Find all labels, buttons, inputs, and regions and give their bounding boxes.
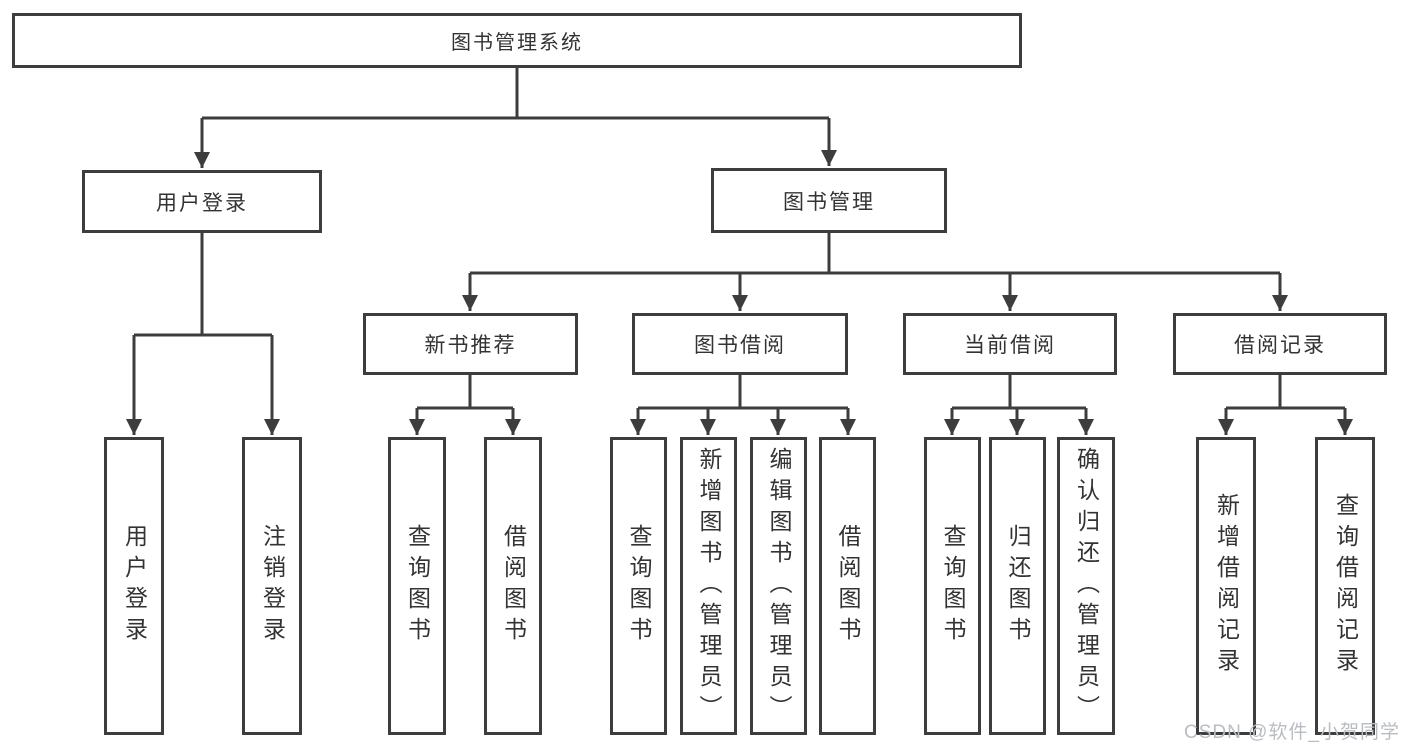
node-logout-leaf: 注销登录 <box>242 437 302 735</box>
node-query-books-borrow: 查询图书 <box>610 437 667 735</box>
node-label: 确认归还（管理员） <box>1073 446 1100 726</box>
node-label: 图书管理系统 <box>451 32 583 54</box>
node-borrow-books-leaf: 借阅图书 <box>819 437 876 735</box>
node-label: 编辑图书（管理员） <box>766 446 792 726</box>
connector-root-rail <box>202 68 829 120</box>
node-query-borrow-record: 查询借阅记录 <box>1315 437 1375 735</box>
node-user-login-leaf: 用户登录 <box>104 437 164 735</box>
node-label: 用户登录 <box>156 191 248 215</box>
node-user-login: 用户登录 <box>82 170 322 233</box>
node-label: 图书管理 <box>783 190 875 214</box>
node-label: 查询图书 <box>940 524 966 648</box>
node-add-borrow-record: 新增借阅记录 <box>1196 437 1256 735</box>
connector-borrow-record-rail <box>1226 375 1345 410</box>
node-book-borrow: 图书借阅 <box>632 313 848 375</box>
node-label: 归还图书 <box>1005 524 1031 648</box>
node-label: 查询借阅记录 <box>1332 493 1359 679</box>
node-return-book: 归还图书 <box>989 437 1046 735</box>
node-label: 借阅记录 <box>1234 334 1326 357</box>
node-label: 注销登录 <box>259 524 286 648</box>
connector-book-mgmt-rail <box>470 233 1280 275</box>
connector-user-login-rail <box>134 233 272 337</box>
connector-new-book-rail <box>417 375 513 410</box>
node-borrow-books-recommend: 借阅图书 <box>484 437 542 735</box>
node-label: 新增图书（管理员） <box>696 446 722 726</box>
node-label: 用户登录 <box>121 524 148 648</box>
node-confirm-return-admin: 确认归还（管理员） <box>1057 437 1115 735</box>
node-label: 当前借阅 <box>964 334 1056 357</box>
node-new-book-recommend: 新书推荐 <box>363 313 578 375</box>
node-edit-book-admin: 编辑图书（管理员） <box>750 437 807 735</box>
node-book-management: 图书管理 <box>711 168 947 233</box>
node-label: 查询图书 <box>626 524 652 648</box>
node-label: 新书推荐 <box>424 334 517 357</box>
watermark: CSDN @软件_小贺同学 <box>1184 722 1400 743</box>
node-query-books-recommend: 查询图书 <box>388 437 446 735</box>
node-borrow-records: 借阅记录 <box>1173 313 1387 375</box>
node-label: 借阅图书 <box>835 524 861 648</box>
node-query-books-current: 查询图书 <box>924 437 981 735</box>
node-label: 借阅图书 <box>500 524 527 648</box>
node-label: 图书借阅 <box>694 334 786 357</box>
connector-book-borrow-rail <box>638 375 848 410</box>
node-library-system: 图书管理系统 <box>12 13 1022 68</box>
connector-current-borrow-rail <box>952 375 1086 410</box>
node-current-borrow: 当前借阅 <box>903 313 1117 375</box>
node-add-book-admin: 新增图书（管理员） <box>680 437 737 735</box>
node-label: 查询图书 <box>404 524 431 648</box>
node-label: 新增借阅记录 <box>1213 493 1240 679</box>
